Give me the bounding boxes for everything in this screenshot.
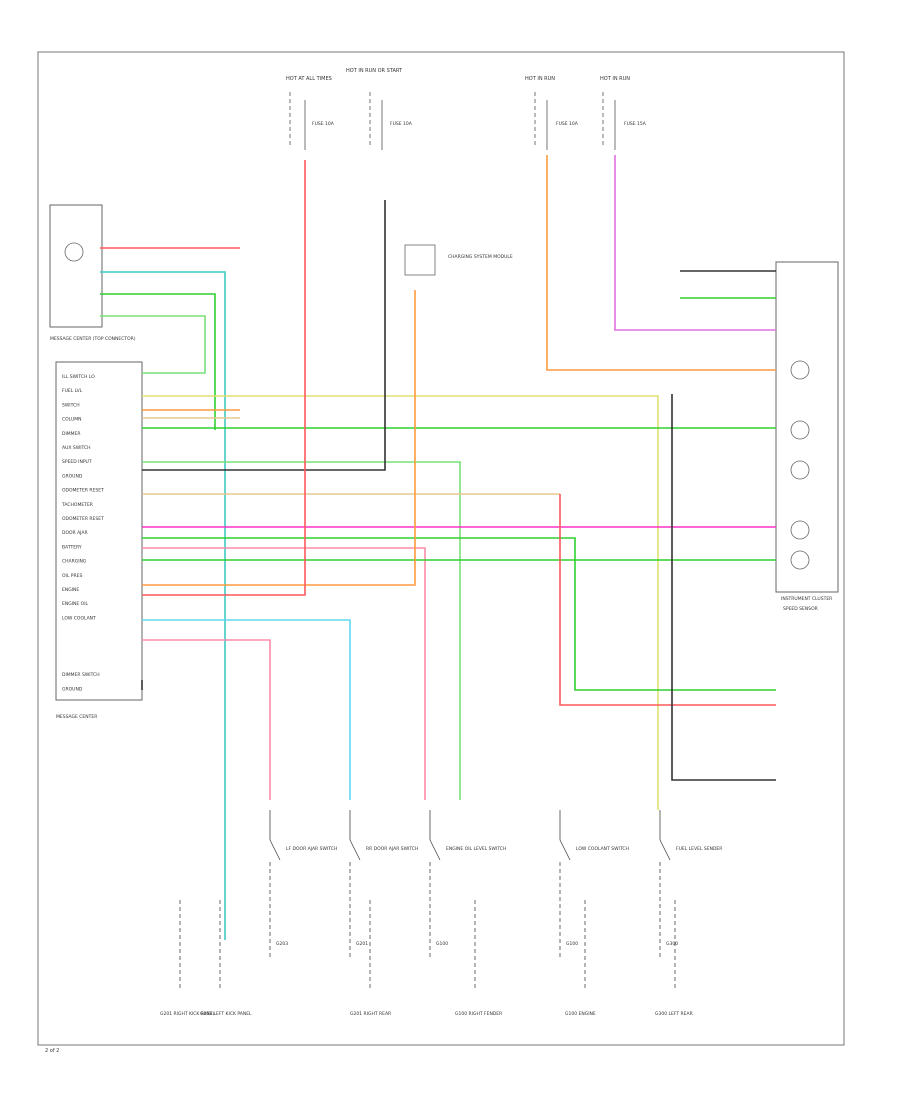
message-center-top-label: MESSAGE CENTER (TOP CONNECTOR) xyxy=(50,336,136,342)
message-center-label: MESSAGE CENTER xyxy=(56,714,97,720)
wire-lightgreen xyxy=(142,461,461,800)
switch-label: LF DOOR AJAR SWITCH xyxy=(286,846,337,852)
switch-ground-label: G201 xyxy=(356,941,368,947)
instrument-cluster-box xyxy=(775,261,839,593)
charging-module-box xyxy=(404,244,436,276)
fuse-4-label: HOT IN RUN xyxy=(600,76,630,82)
gauge-lamp-icon xyxy=(790,520,810,540)
switch-label: RR DOOR AJAR SWITCH xyxy=(366,846,418,852)
switch-row: LF DOOR AJAR SWITCH G203 RR DOOR AJAR SWIT… xyxy=(269,810,722,960)
wire-lightgreen xyxy=(100,315,206,374)
low-fuel-lamp-icon xyxy=(790,360,810,380)
ground-g5: G100 ENGINE xyxy=(565,900,596,1017)
ground-g2: G203 LEFT KICK PANEL xyxy=(200,900,252,1017)
switch-s5: FUEL LEVEL SENDER G300 xyxy=(659,810,722,960)
fuse-feed-3: HOT IN RUN FUSE 10A xyxy=(525,76,579,150)
message-center-pin-list: ILL SWITCH LO FUEL LVL SWITCH COLUMN DIMMER A… xyxy=(61,374,104,692)
switch-ground-label: G100 xyxy=(566,941,578,947)
temp-lamp-icon xyxy=(790,460,810,480)
ground-label: G201 RIGHT REAR xyxy=(350,1011,391,1017)
fuse-2-rating: FUSE 10A xyxy=(390,121,413,127)
message-center-pin-label: BATTERY xyxy=(62,544,82,550)
message-center-pin-label: SWITCH xyxy=(62,402,80,408)
oil-pressure-lamp-icon xyxy=(790,420,810,440)
footer-code: 2 of 2 xyxy=(45,1048,59,1054)
message-center-pin-label: ODOMETER RESET xyxy=(62,516,104,522)
switch-s4: LOW COOLANT SWITCH G100 xyxy=(559,810,629,960)
switch-ground-label: G100 xyxy=(436,941,448,947)
ground-g4: G100 RIGHT FENDER xyxy=(455,900,502,1017)
wire-violet xyxy=(614,155,776,331)
message-center-pin-label: DOOR AJAR xyxy=(62,530,88,536)
fuse-4-rating: FUSE 15A xyxy=(624,121,647,127)
instrument-cluster-label: INSTRUMENT CLUSTER xyxy=(781,596,832,602)
ground-label: G300 LEFT REAR xyxy=(655,1011,693,1017)
wire-green xyxy=(100,293,216,430)
ground-label: G201 RIGHT KICK PANEL xyxy=(160,1011,216,1017)
message-center-pin-label: AUX SWITCH xyxy=(62,445,91,451)
wire-green xyxy=(142,537,776,691)
message-center-pin-label: GROUND xyxy=(62,473,83,479)
wire-black xyxy=(142,200,386,471)
message-center-pin-label: ILL SWITCH LO xyxy=(62,374,95,380)
switch-label: LOW COOLANT SWITCH xyxy=(576,846,629,852)
switch-s3: ENGINE OIL LEVEL SWITCH G100 xyxy=(429,810,506,960)
message-center-top-box xyxy=(49,204,103,328)
message-center-pin-label: CHARGING xyxy=(62,559,87,565)
wire-pink xyxy=(142,547,426,800)
switch-ground-label: G203 xyxy=(276,941,288,947)
message-center-pin-label: TACHOMETER xyxy=(61,502,93,508)
fuse-feed-4: HOT IN RUN FUSE 15A xyxy=(600,76,647,150)
message-center-pin-label: COLUMN xyxy=(62,417,82,423)
wire-red xyxy=(142,160,306,596)
fuse-feed-1: HOT AT ALL TIMES FUSE 10A xyxy=(286,76,335,150)
message-center-pin-label: LOW COOLANT xyxy=(62,615,96,621)
charging-module-label: CHARGING SYSTEM MODULE xyxy=(448,254,513,260)
message-center-pin-label: OIL PRES xyxy=(62,573,82,579)
ground-label: G100 RIGHT FENDER xyxy=(455,1011,502,1017)
message-center-pin-label: SPEED INPUT xyxy=(62,459,92,465)
ground-g1: G201 RIGHT KICK PANEL xyxy=(160,900,216,1017)
message-center-pin-label: ODOMETER RESET xyxy=(62,488,104,494)
wire-yellow xyxy=(142,395,659,810)
switch-label: ENGINE OIL LEVEL SWITCH xyxy=(446,846,506,852)
wire-orange xyxy=(142,290,416,586)
wire-teal xyxy=(100,271,226,940)
switch-label: FUEL LEVEL SENDER xyxy=(676,846,722,852)
ground-g3: G201 RIGHT REAR xyxy=(350,900,391,1017)
cluster-lamp-icon xyxy=(790,550,810,570)
message-center-pin-label: ENGINE OIL xyxy=(62,601,89,607)
fuse-3-label: HOT IN RUN xyxy=(525,76,555,82)
message-center-pin-label: FUEL LVL xyxy=(62,388,83,394)
fuse-2-label: HOT IN RUN OR START xyxy=(346,68,403,74)
message-center-pin-label: DIMMER SWITCH xyxy=(62,672,100,678)
fuse-feed-2: HOT IN RUN OR START FUSE 10A xyxy=(346,68,413,150)
message-center-pin-label: ENGINE xyxy=(62,587,79,593)
speed-sensor-label: SPEED SENSOR xyxy=(783,606,818,612)
wire-black xyxy=(671,394,776,781)
fuse-1-rating: FUSE 10A xyxy=(312,121,335,127)
message-center-pin-label: DIMMER xyxy=(62,431,81,437)
wire-runs xyxy=(100,155,776,940)
wire-pink xyxy=(142,639,271,800)
fuse-1-label: HOT AT ALL TIMES xyxy=(286,76,332,82)
lamp-icon xyxy=(64,242,84,262)
switch-s2: RR DOOR AJAR SWITCH G201 xyxy=(349,810,418,960)
wire-orange xyxy=(546,155,776,371)
ground-label: G100 ENGINE xyxy=(565,1011,596,1017)
ground-label: G203 LEFT KICK PANEL xyxy=(200,1011,252,1017)
wire-red xyxy=(559,494,776,706)
diagram-frame xyxy=(37,51,845,1046)
ground-g6: G300 LEFT REAR xyxy=(655,900,693,1017)
wire-cyan xyxy=(142,619,351,800)
fuse-3-rating: FUSE 10A xyxy=(556,121,579,127)
switch-ground-label: G300 xyxy=(666,941,678,947)
switch-s1: LF DOOR AJAR SWITCH G203 xyxy=(269,810,337,960)
message-center-pin-label: GROUND xyxy=(62,686,83,692)
message-center-box xyxy=(55,361,143,701)
